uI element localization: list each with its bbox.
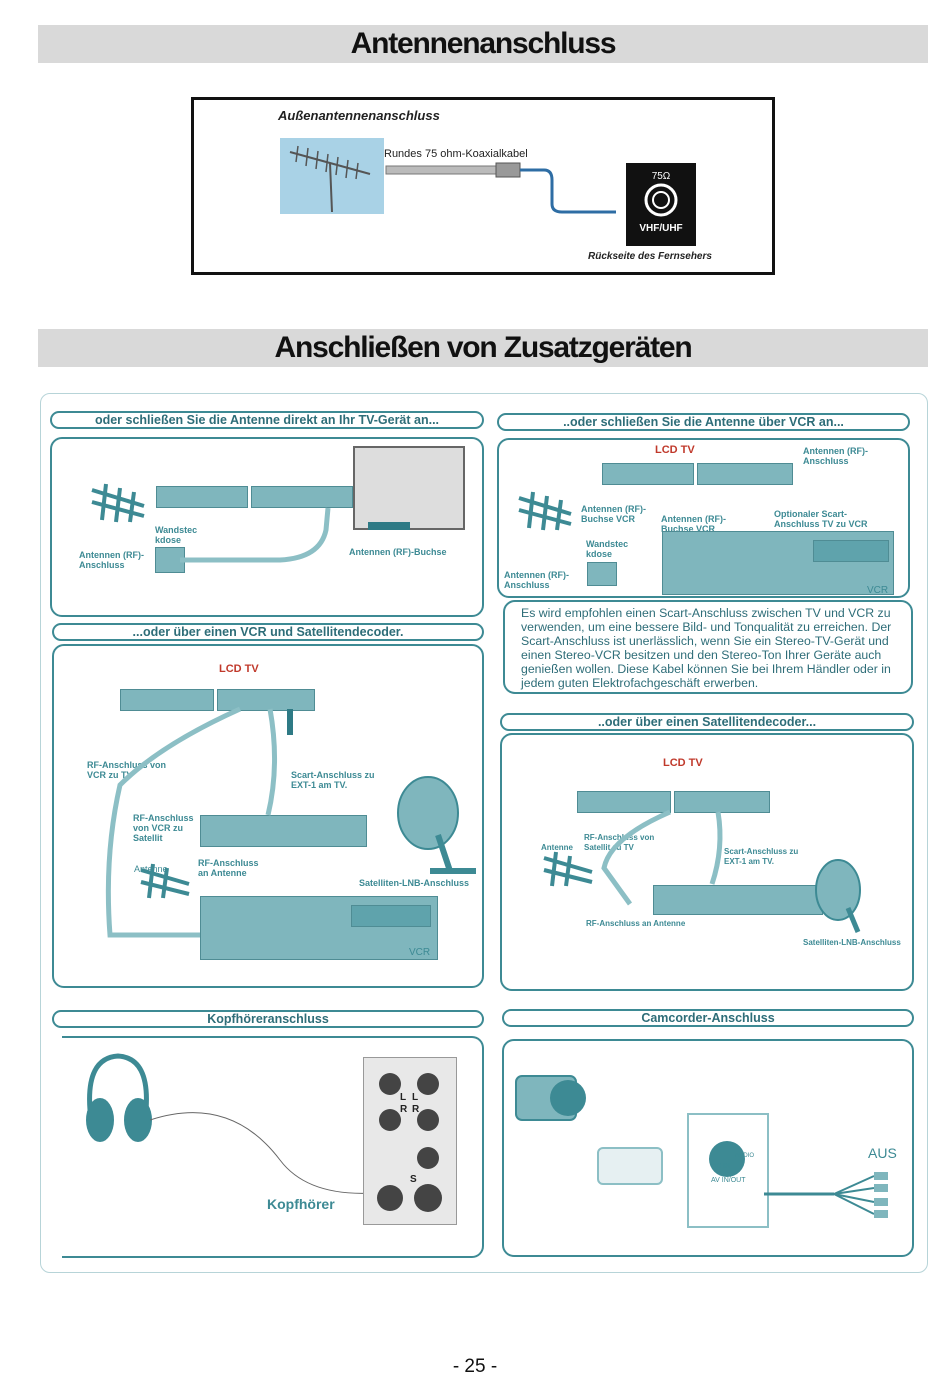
dc-in-label: DC IN bbox=[711, 1163, 731, 1170]
outdoor-antenna-title: Außenantennenanschluss bbox=[278, 108, 440, 123]
tv-panel-left bbox=[577, 791, 671, 813]
accessories-frame bbox=[40, 393, 928, 1273]
side-panel-jacks: L L R R S bbox=[363, 1057, 457, 1225]
audio-label: AUDIO bbox=[735, 1153, 755, 1159]
lcd-tv-label: LCD TV bbox=[219, 663, 259, 675]
jack-l-label-2: L bbox=[412, 1092, 419, 1103]
wall-socket-label: Wandstec kdose bbox=[155, 525, 198, 545]
sat-panel bbox=[500, 733, 914, 991]
headphones-label: Kopfhörer bbox=[267, 1196, 335, 1212]
jack-panel-icon bbox=[377, 1073, 442, 1212]
antenna-icon bbox=[289, 145, 371, 213]
section-bar-antenna: Antennenanschluss bbox=[38, 25, 928, 63]
vcr-device bbox=[662, 531, 894, 595]
antenna-icon bbox=[543, 851, 593, 887]
satellite-dish-icon bbox=[815, 859, 861, 933]
page-number: - 25 - bbox=[452, 1356, 498, 1377]
s-video-jack bbox=[709, 1141, 745, 1177]
antenna-photo bbox=[280, 138, 384, 214]
rf-jack-vcr-label: Antennen (RF)- Buchse VCR bbox=[581, 504, 646, 524]
aus-label: AUS bbox=[868, 1145, 897, 1161]
vcr-sat-header: ...oder über einen VCR und Satellitendec… bbox=[52, 623, 484, 641]
direct-cable bbox=[180, 507, 410, 563]
headphone-cable bbox=[150, 1112, 387, 1194]
tv-panel-left bbox=[120, 689, 214, 711]
jack-r-label: R bbox=[400, 1104, 408, 1115]
antenna-rf-label: Antennen (RF)- Anschluss bbox=[79, 550, 144, 570]
scart-recommendation-note: Es wird empfohlen einen Scart-Anschluss … bbox=[521, 606, 892, 690]
scart-ext1-label: Scart-Anschluss zu EXT-1 am TV. bbox=[724, 847, 799, 866]
vcr-label: VCR bbox=[409, 947, 431, 958]
rf-antenna-label: RF-Anschluss an Antenne bbox=[198, 858, 259, 878]
sat-decoder-device bbox=[653, 885, 823, 915]
tv-rf-port: 75Ω VHF/UHF bbox=[626, 163, 696, 246]
rf-antenna-label: RF-Anschluss an Antenne bbox=[586, 919, 686, 928]
vcr-label: VCR bbox=[867, 585, 889, 596]
antenna-title: Antennenanschluss bbox=[350, 27, 617, 60]
camcorder-icon bbox=[515, 1075, 586, 1121]
antenna-rf-label: Antennen (RF)- Anschluss bbox=[504, 570, 569, 590]
sat-decoder-device bbox=[200, 815, 367, 847]
tv-back-caption: Rückseite des Fernsehers bbox=[588, 251, 712, 262]
port-label: VHF/UHF bbox=[639, 223, 683, 234]
camcorder-outline-icon bbox=[597, 1147, 663, 1185]
antenna-label: Antenne bbox=[541, 843, 573, 852]
tv-panel-right bbox=[674, 791, 770, 813]
coax-cable-icon bbox=[385, 162, 616, 214]
headphones-header: Kopfhöreranschluss bbox=[52, 1010, 484, 1028]
tv-panel-left bbox=[602, 463, 694, 485]
lcd-tv-label: LCD TV bbox=[663, 757, 703, 769]
note-panel bbox=[503, 600, 913, 694]
av-inout-label: AV IN/OUT bbox=[711, 1177, 746, 1184]
scart-ext1-label: Scart-Anschluss zu EXT-1 am TV. bbox=[291, 770, 375, 790]
tv-panel-right bbox=[217, 689, 315, 711]
camcorder-panel bbox=[502, 1039, 914, 1257]
direct-antenna-panel bbox=[50, 437, 484, 617]
direct-antenna-header: oder schließen Sie die Antenne direkt an… bbox=[50, 411, 484, 429]
lnb-label: Satelliten-LNB-Anschluss bbox=[803, 938, 901, 947]
camcorder-header: Camcorder-Anschluss bbox=[502, 1009, 914, 1027]
wall-socket bbox=[587, 562, 617, 586]
via-vcr-header: ..oder schließen Sie die Antenne über VC… bbox=[497, 413, 910, 431]
rf-jack-vcr-label-2: Antennen (RF)- Buchse VCR bbox=[661, 514, 726, 534]
lnb-label: Satelliten-LNB-Anschluss bbox=[359, 878, 470, 888]
via-vcr-panel bbox=[497, 438, 910, 598]
antenna-icon bbox=[518, 491, 572, 531]
scart-optional-label: Optionaler Scart- Anschluss TV zu VCR bbox=[774, 509, 868, 529]
tv-panel-right bbox=[697, 463, 793, 485]
rf-vcr-tv-label: RF-Anschluss von VCR zu TV bbox=[87, 760, 167, 780]
antenna-rf-top-label: Antennen (RF)- Anschluss bbox=[803, 446, 868, 466]
antenna-icon bbox=[140, 863, 190, 899]
antenna-icon bbox=[91, 483, 145, 523]
port-ohm: 75Ω bbox=[651, 171, 671, 182]
jack-r-label-2: R bbox=[412, 1104, 420, 1115]
jack-s-label: S bbox=[410, 1174, 417, 1185]
outdoor-antenna-box: Außenantennenanschluss Rundes 75 ohm-Koa… bbox=[191, 97, 775, 275]
av-cable-icon bbox=[764, 1172, 888, 1218]
vcr-device bbox=[200, 896, 438, 960]
jack-l-label: L bbox=[400, 1092, 407, 1103]
wall-socket-label: Wandstec kdose bbox=[586, 539, 629, 559]
headphones-panel bbox=[62, 1036, 484, 1258]
lcd-tv-label: LCD TV bbox=[655, 444, 695, 456]
accessories-title: Anschließen von Zusatzgeräten bbox=[274, 331, 693, 364]
vcr-sat-panel bbox=[52, 644, 484, 988]
vcr-sat-cables bbox=[105, 706, 293, 938]
tv-panel-left bbox=[156, 486, 248, 508]
sat-header: ..oder über einen Satellitendecoder... bbox=[500, 713, 914, 731]
coax-port-icon bbox=[644, 183, 678, 217]
rf-vcr-sat-label: RF-Anschluss von VCR zu Satellit bbox=[133, 813, 194, 843]
camcorder-jack-panel: AUDIO DC IN AV IN/OUT bbox=[687, 1113, 769, 1228]
satellite-dish-icon bbox=[397, 776, 476, 874]
rf-jack-label: Antennen (RF)-Buchse bbox=[349, 547, 447, 557]
section-bar-accessories: Anschließen von Zusatzgeräten bbox=[38, 329, 928, 367]
tv-panel-right bbox=[251, 486, 353, 508]
sat-cables bbox=[601, 809, 723, 906]
cable-label: Rundes 75 ohm-Koaxialkabel bbox=[384, 148, 528, 160]
headphones-icon bbox=[86, 1053, 152, 1142]
